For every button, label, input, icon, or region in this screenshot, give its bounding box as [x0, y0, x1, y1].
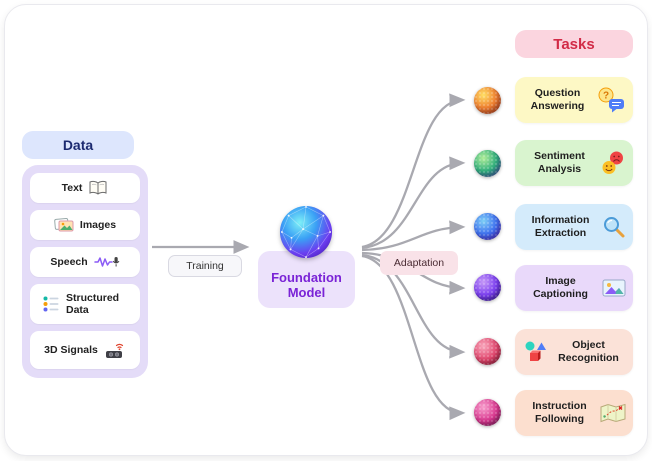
task-image-captioning: Image Captioning [515, 265, 633, 311]
data-item-images: Images [30, 210, 140, 240]
foundation-model-sphere-icon [279, 205, 333, 259]
task-question-answering: Question Answering ? [515, 77, 633, 123]
data-item-speech: Speech [30, 247, 140, 277]
task-label: Image Captioning [533, 274, 588, 300]
data-item-label: Text [61, 181, 83, 194]
waveform-mic-icon [93, 255, 120, 269]
task-sphere [474, 150, 501, 177]
data-item-structured-data: Structured Data [30, 284, 140, 324]
magnifier-icon [602, 215, 626, 239]
task-label: Information Extraction [531, 213, 590, 239]
task-information-extraction: Information Extraction [515, 204, 633, 250]
task-label: Object Recognition [558, 338, 619, 364]
task-label: Sentiment Analysis [534, 149, 585, 175]
data-panel: Text Images Spee [22, 165, 148, 378]
data-item-label: Structured Data [66, 291, 120, 316]
task-label: Question Answering [530, 86, 585, 112]
task-sphere [474, 399, 501, 426]
adaptation-label: Adaptation [380, 251, 458, 275]
map-icon [600, 403, 626, 423]
svg-text:?: ? [603, 91, 609, 102]
question-answering-icon: ? [596, 87, 626, 113]
book-icon [88, 180, 108, 196]
task-sentiment-analysis: Sentiment Analysis [515, 140, 633, 186]
data-section-title: Data [22, 131, 134, 159]
task-sphere [474, 338, 501, 365]
shapes-icon [522, 339, 548, 365]
task-sphere [474, 213, 501, 240]
task-sphere [474, 274, 501, 301]
task-object-recognition: Object Recognition [515, 329, 633, 375]
image-icon [602, 279, 626, 297]
speaker-signal-icon [104, 341, 126, 359]
training-label: Training [168, 255, 242, 277]
structured-data-icon [42, 295, 60, 313]
task-sphere [474, 87, 501, 114]
data-item-label: Speech [50, 255, 88, 268]
data-item-label: 3D Signals [44, 343, 98, 356]
foundation-model-box: Foundation Model [258, 251, 355, 308]
sentiment-faces-icon [600, 150, 626, 176]
task-instruction-following: Instruction Following [515, 390, 633, 436]
task-label: Instruction Following [532, 399, 587, 425]
data-item-3d-signals: 3D Signals [30, 331, 140, 369]
data-item-label: Images [79, 218, 117, 231]
tasks-section-title: Tasks [515, 30, 633, 58]
images-icon [54, 217, 74, 233]
data-item-text: Text [30, 173, 140, 203]
